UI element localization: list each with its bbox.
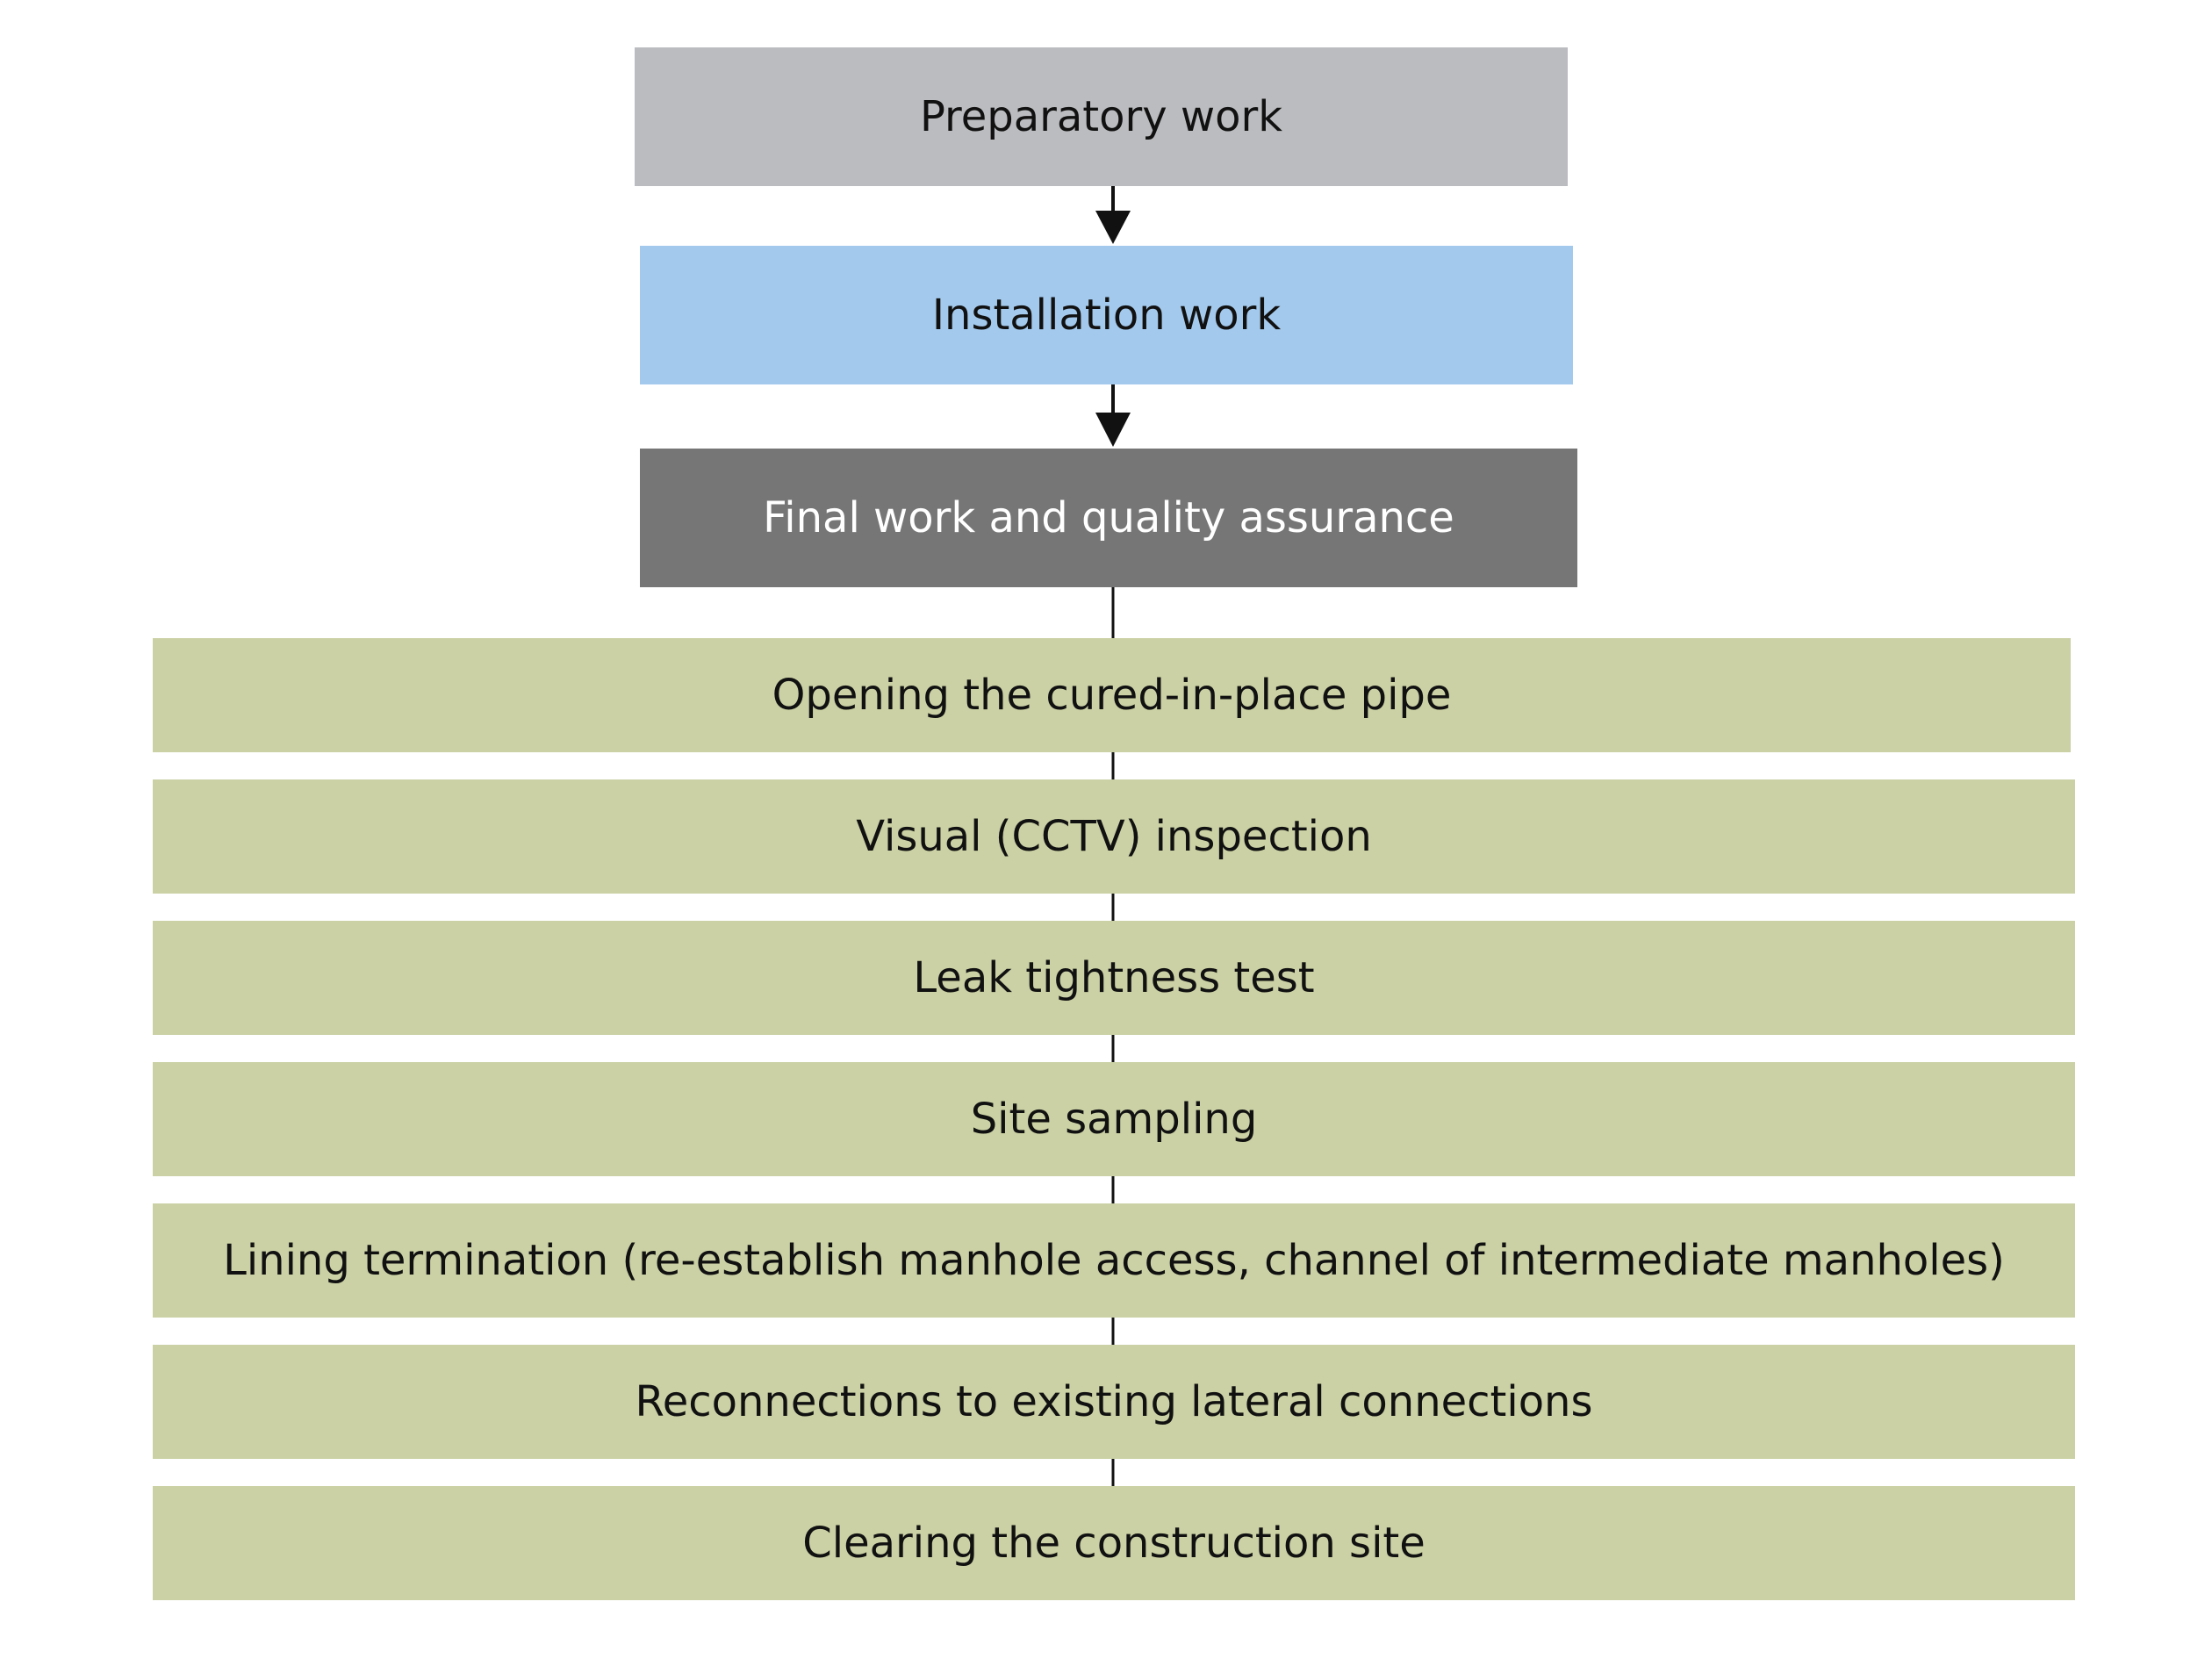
stage-label: Preparatory work: [919, 92, 1283, 141]
substep-label: Site sampling: [970, 1095, 1258, 1144]
substep-label: Clearing the construction site: [802, 1519, 1426, 1568]
stage-installation-work: Installation work: [640, 246, 1573, 384]
stage-label: Final work and quality assurance: [763, 493, 1454, 542]
substep-lining-termination: Lining termination (re-establish manhole…: [153, 1203, 2075, 1318]
substep-visual-inspection: Visual (CCTV) inspection: [153, 779, 2075, 894]
substep-clearing-site: Clearing the construction site: [153, 1486, 2075, 1600]
substep-label: Leak tightness test: [913, 953, 1315, 1002]
substep-label: Opening the cured-in-place pipe: [772, 671, 1452, 720]
stage-preparatory-work: Preparatory work: [635, 47, 1568, 186]
substep-label: Lining termination (re-establish manhole…: [223, 1236, 2005, 1285]
substep-reconnections: Reconnections to existing lateral connec…: [153, 1345, 2075, 1459]
substep-leak-tightness-test: Leak tightness test: [153, 921, 2075, 1035]
substep-site-sampling: Site sampling: [153, 1062, 2075, 1176]
substep-opening-pipe: Opening the cured-in-place pipe: [153, 638, 2071, 752]
arrowhead-down-icon: [1095, 211, 1131, 244]
substep-label: Reconnections to existing lateral connec…: [635, 1377, 1593, 1426]
stage-final-work-quality-assurance: Final work and quality assurance: [640, 449, 1577, 587]
arrowhead-down-icon: [1095, 413, 1131, 447]
substep-label: Visual (CCTV) inspection: [856, 812, 1372, 861]
stage-label: Installation work: [931, 291, 1282, 340]
